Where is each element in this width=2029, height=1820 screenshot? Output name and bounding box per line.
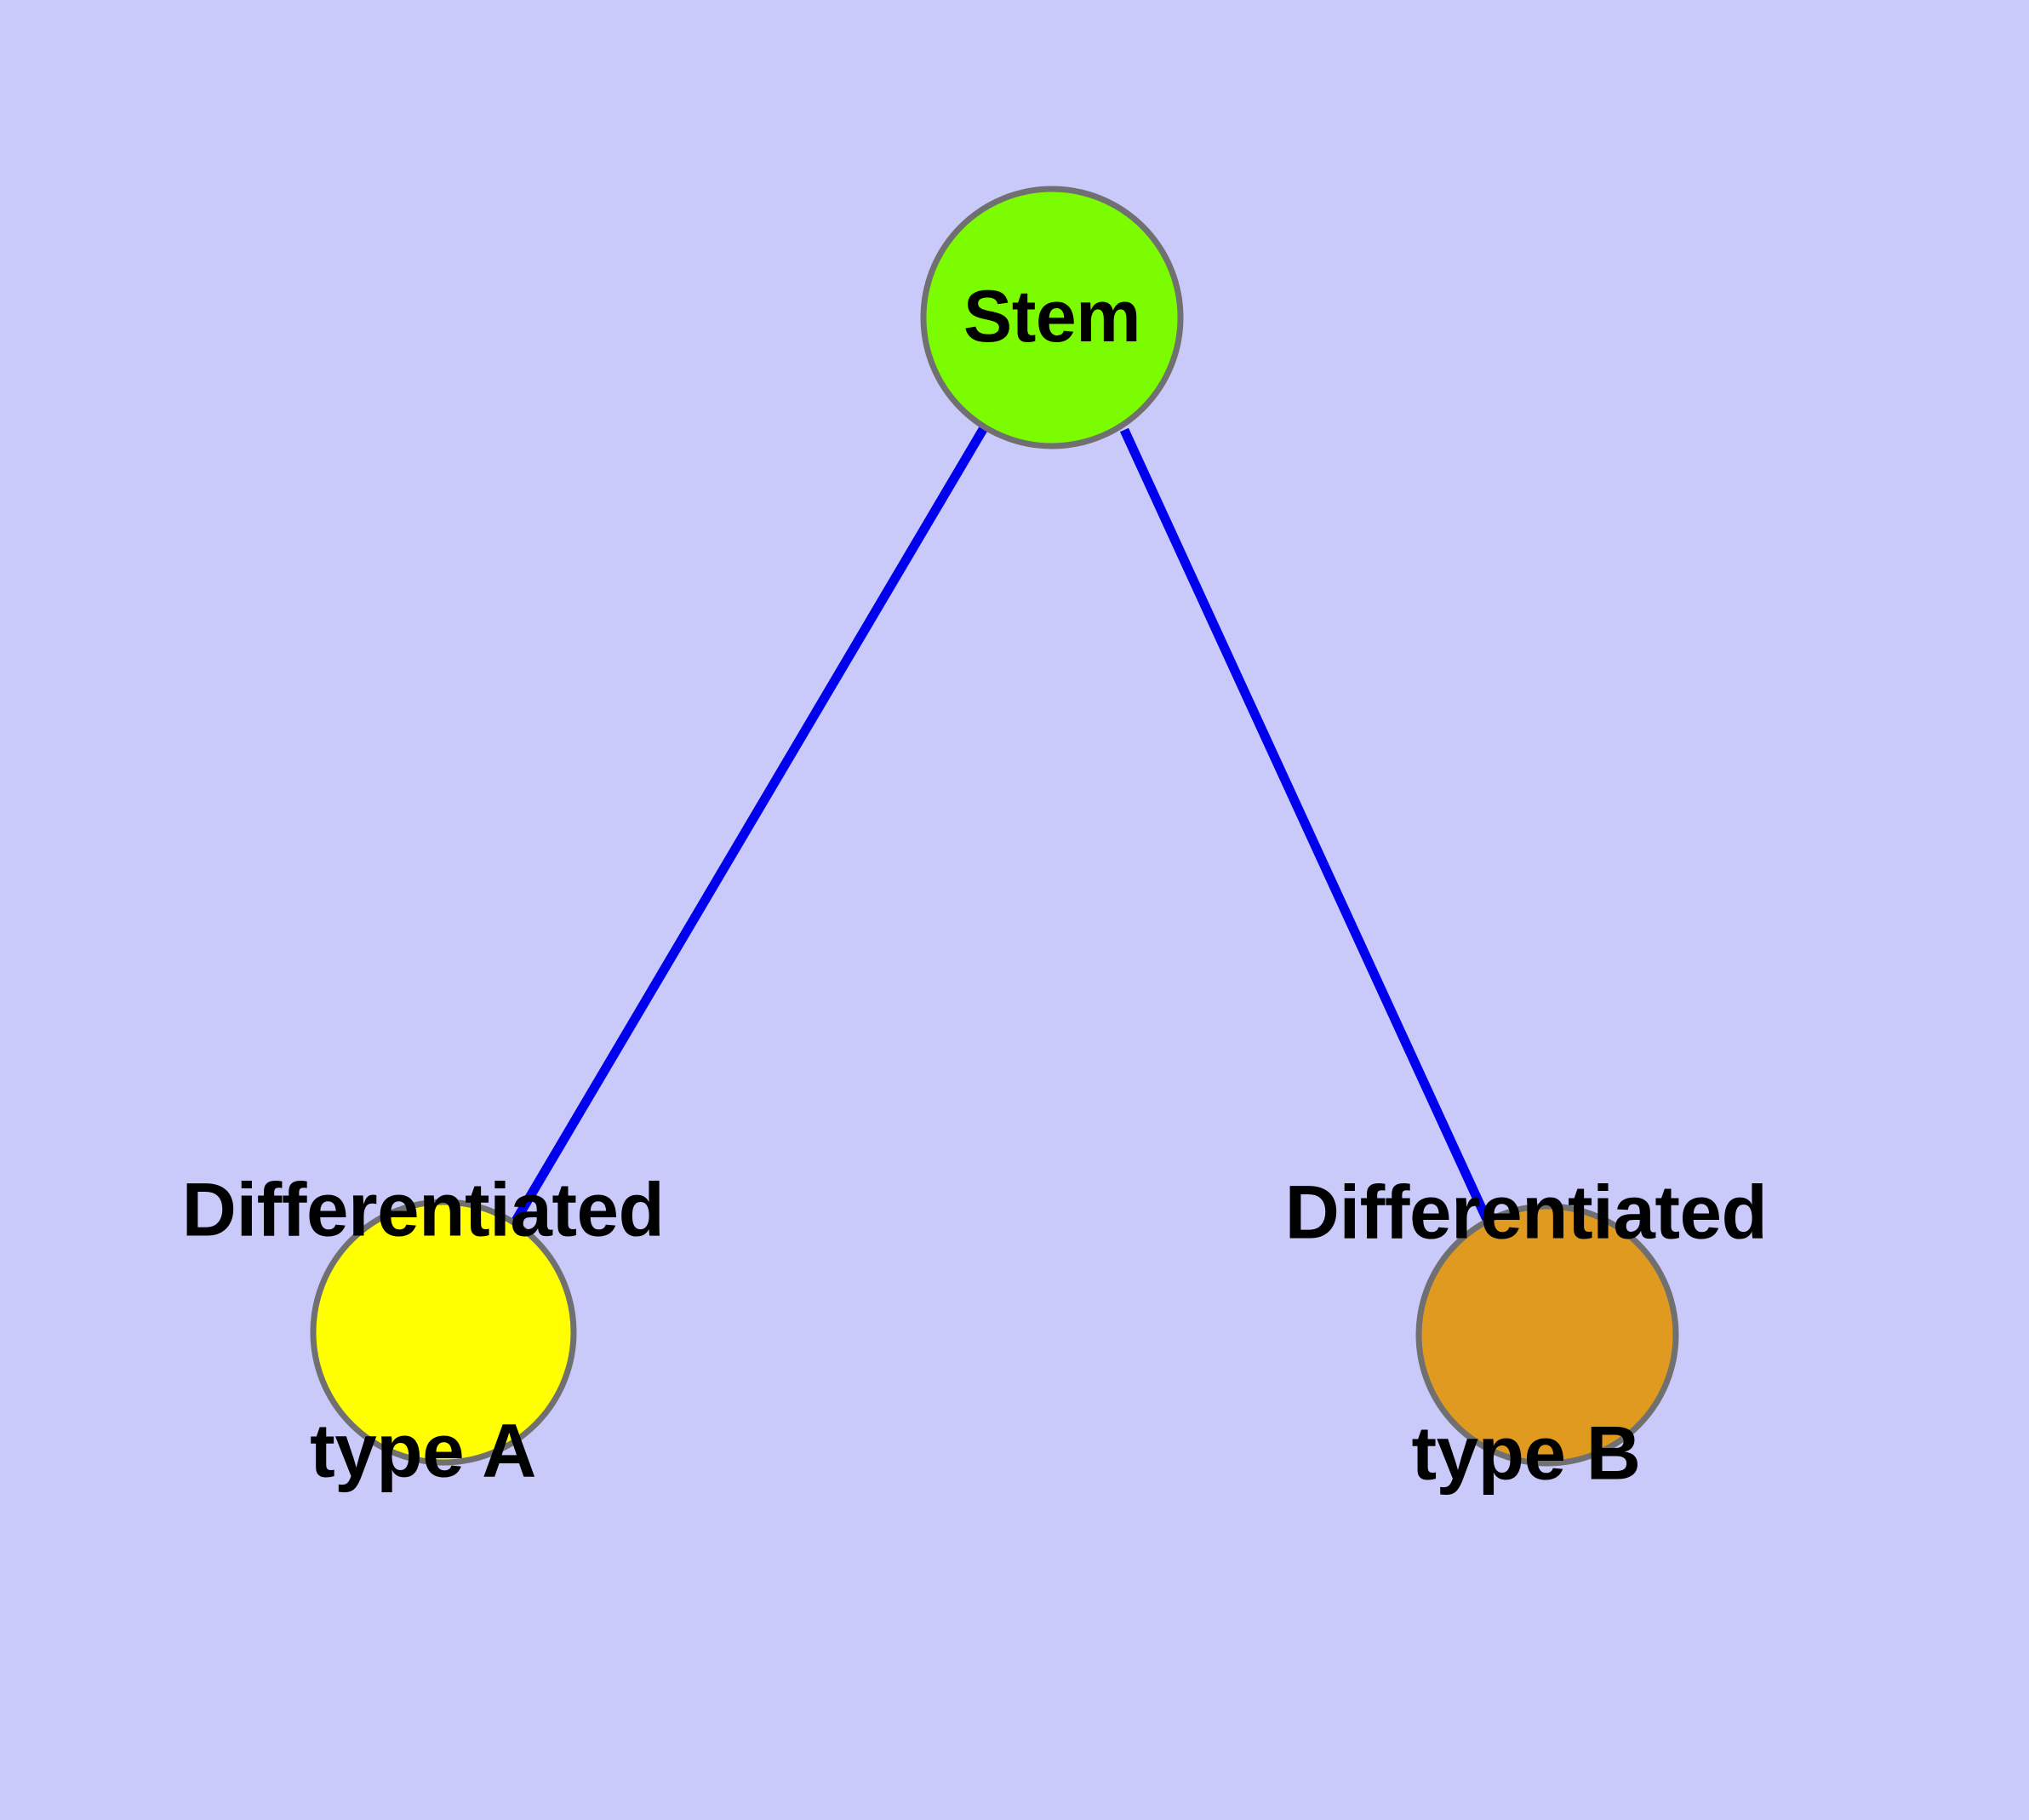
node-stem[interactable] (920, 186, 1184, 449)
node-differentiated-type-a[interactable] (310, 1199, 577, 1466)
edge-layer (512, 424, 1493, 1226)
edge-stem-to-differentiated-type-a[interactable] (512, 424, 989, 1223)
edge-stem-to-differentiated-type-b[interactable] (1120, 427, 1493, 1226)
node-differentiated-type-b[interactable] (1415, 1203, 1679, 1467)
node-layer (310, 186, 1679, 1467)
